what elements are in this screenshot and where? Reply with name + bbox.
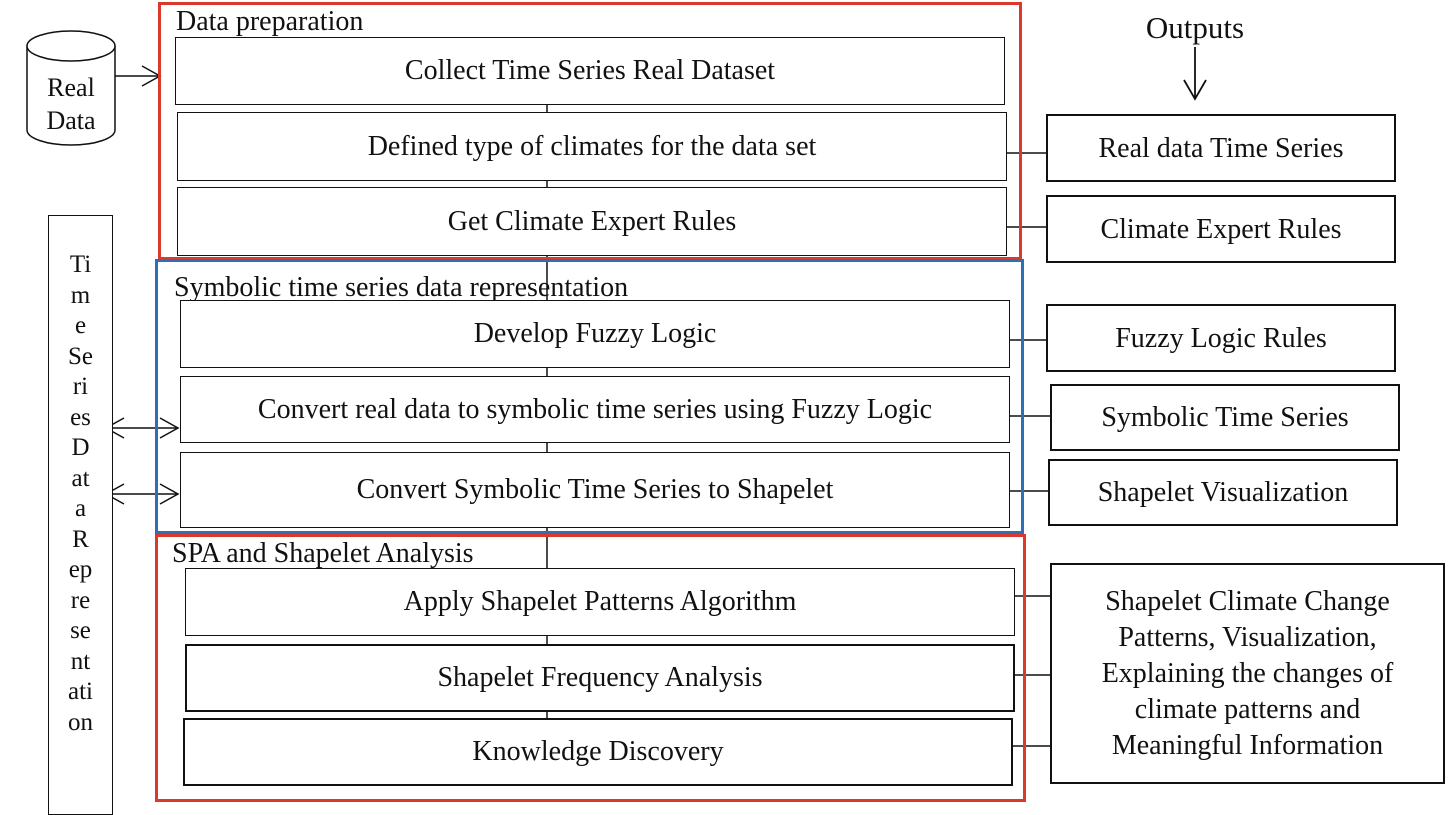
- vertical-label-line: Ti: [69, 251, 92, 278]
- output-real-data-time-series: Real data Time Series: [1046, 114, 1396, 182]
- outputs-down-arrow: [1183, 47, 1207, 101]
- step-get-expert-rules: Get Climate Expert Rules: [177, 187, 1007, 256]
- vertical-label-line: ati: [68, 678, 93, 705]
- output-climate-expert-rules: Climate Expert Rules: [1046, 195, 1396, 263]
- vertical-label-line: re: [70, 586, 91, 614]
- step-develop-fuzzy-logic: Develop Fuzzy Logic: [180, 300, 1010, 368]
- step-shapelet-frequency: Shapelet Frequency Analysis: [185, 644, 1015, 712]
- section-spa-shapelet-analysis: [155, 534, 1026, 802]
- vertical-label-line: on: [68, 708, 93, 736]
- step-convert-to-shapelet: Convert Symbolic Time Series to Shapelet: [180, 452, 1010, 528]
- vertical-label-line: R: [72, 525, 89, 553]
- section-title-symbolic: Symbolic time series data representation: [174, 272, 629, 303]
- step-apply-shapelet-patterns: Apply Shapelet Patterns Algorithm: [185, 568, 1015, 636]
- vertical-label-line: m: [70, 281, 91, 309]
- section-data-preparation: [158, 2, 1022, 260]
- arrow-source-to-collect: [115, 65, 162, 87]
- vertical-label-line: es: [70, 403, 91, 431]
- vertical-label-line: Se: [68, 342, 93, 370]
- vertical-label-line: ep: [68, 556, 93, 583]
- section-title-data-preparation: Data preparation: [176, 6, 364, 37]
- vertical-label-line: se: [70, 617, 91, 644]
- vertical-label-line: e: [74, 312, 87, 339]
- section-symbolic-representation: [155, 259, 1024, 534]
- vertical-label-line: at: [71, 464, 90, 492]
- real-data-label: Real Data: [27, 72, 115, 137]
- step-define-climate-types: Defined type of climates for the data se…: [177, 112, 1007, 181]
- bidirectional-arrows: [104, 417, 180, 505]
- output-shapelet-visualization: Shapelet Visualization: [1048, 459, 1398, 526]
- step-collect-dataset: Collect Time Series Real Dataset: [175, 37, 1005, 105]
- output-fuzzy-logic-rules: Fuzzy Logic Rules: [1046, 304, 1396, 372]
- output-symbolic-time-series: Symbolic Time Series: [1050, 384, 1400, 451]
- vertical-label-line: nt: [70, 647, 91, 675]
- vertical-label-line: ri: [72, 373, 89, 400]
- outputs-header: Outputs: [1145, 10, 1245, 45]
- section-title-spa: SPA and Shapelet Analysis: [172, 538, 474, 569]
- step-convert-to-symbolic: Convert real data to symbolic time serie…: [180, 376, 1010, 443]
- real-data-label-line2: Data: [46, 105, 96, 135]
- output-shapelet-climate-change-patterns: Shapelet Climate Change Patterns, Visual…: [1050, 563, 1445, 784]
- vertical-label-line: a: [74, 495, 87, 522]
- real-data-cylinder: [26, 30, 116, 146]
- real-data-label-line1: Real: [47, 73, 95, 102]
- vertical-label-line: D: [71, 434, 90, 461]
- step-knowledge-discovery: Knowledge Discovery: [183, 718, 1013, 786]
